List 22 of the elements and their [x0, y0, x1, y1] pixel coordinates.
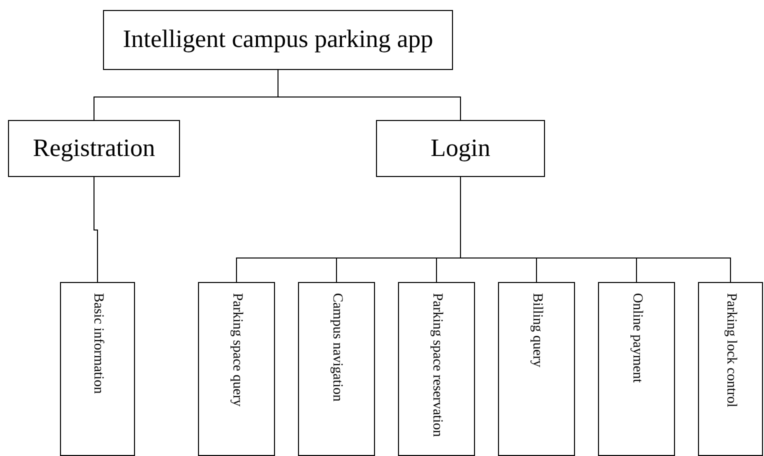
node-label: Registration — [32, 134, 156, 162]
connector-line — [94, 176, 98, 282]
vertical-box — [60, 282, 135, 456]
connector-line — [278, 70, 461, 120]
node-label: Login — [430, 134, 490, 162]
node-label: Campus navigation — [328, 293, 344, 402]
node-label: Intelligent campus parking app — [122, 26, 434, 54]
vertical-box — [398, 282, 475, 456]
process-box — [376, 120, 545, 177]
node-label: Parking space reservation — [428, 293, 444, 437]
vertical-box — [498, 282, 575, 456]
node-label: Parking space query — [228, 293, 244, 407]
vertical-box — [198, 282, 275, 456]
node-label: Online payment — [628, 293, 644, 383]
vertical-box — [698, 282, 763, 456]
node-label: Parking lock control — [722, 293, 738, 408]
process-box — [103, 10, 453, 70]
process-box — [8, 120, 180, 177]
node-label: Billing query — [528, 293, 544, 368]
vertical-box — [298, 282, 375, 456]
vertical-box — [598, 282, 675, 456]
node-label: Basic information — [90, 293, 106, 394]
